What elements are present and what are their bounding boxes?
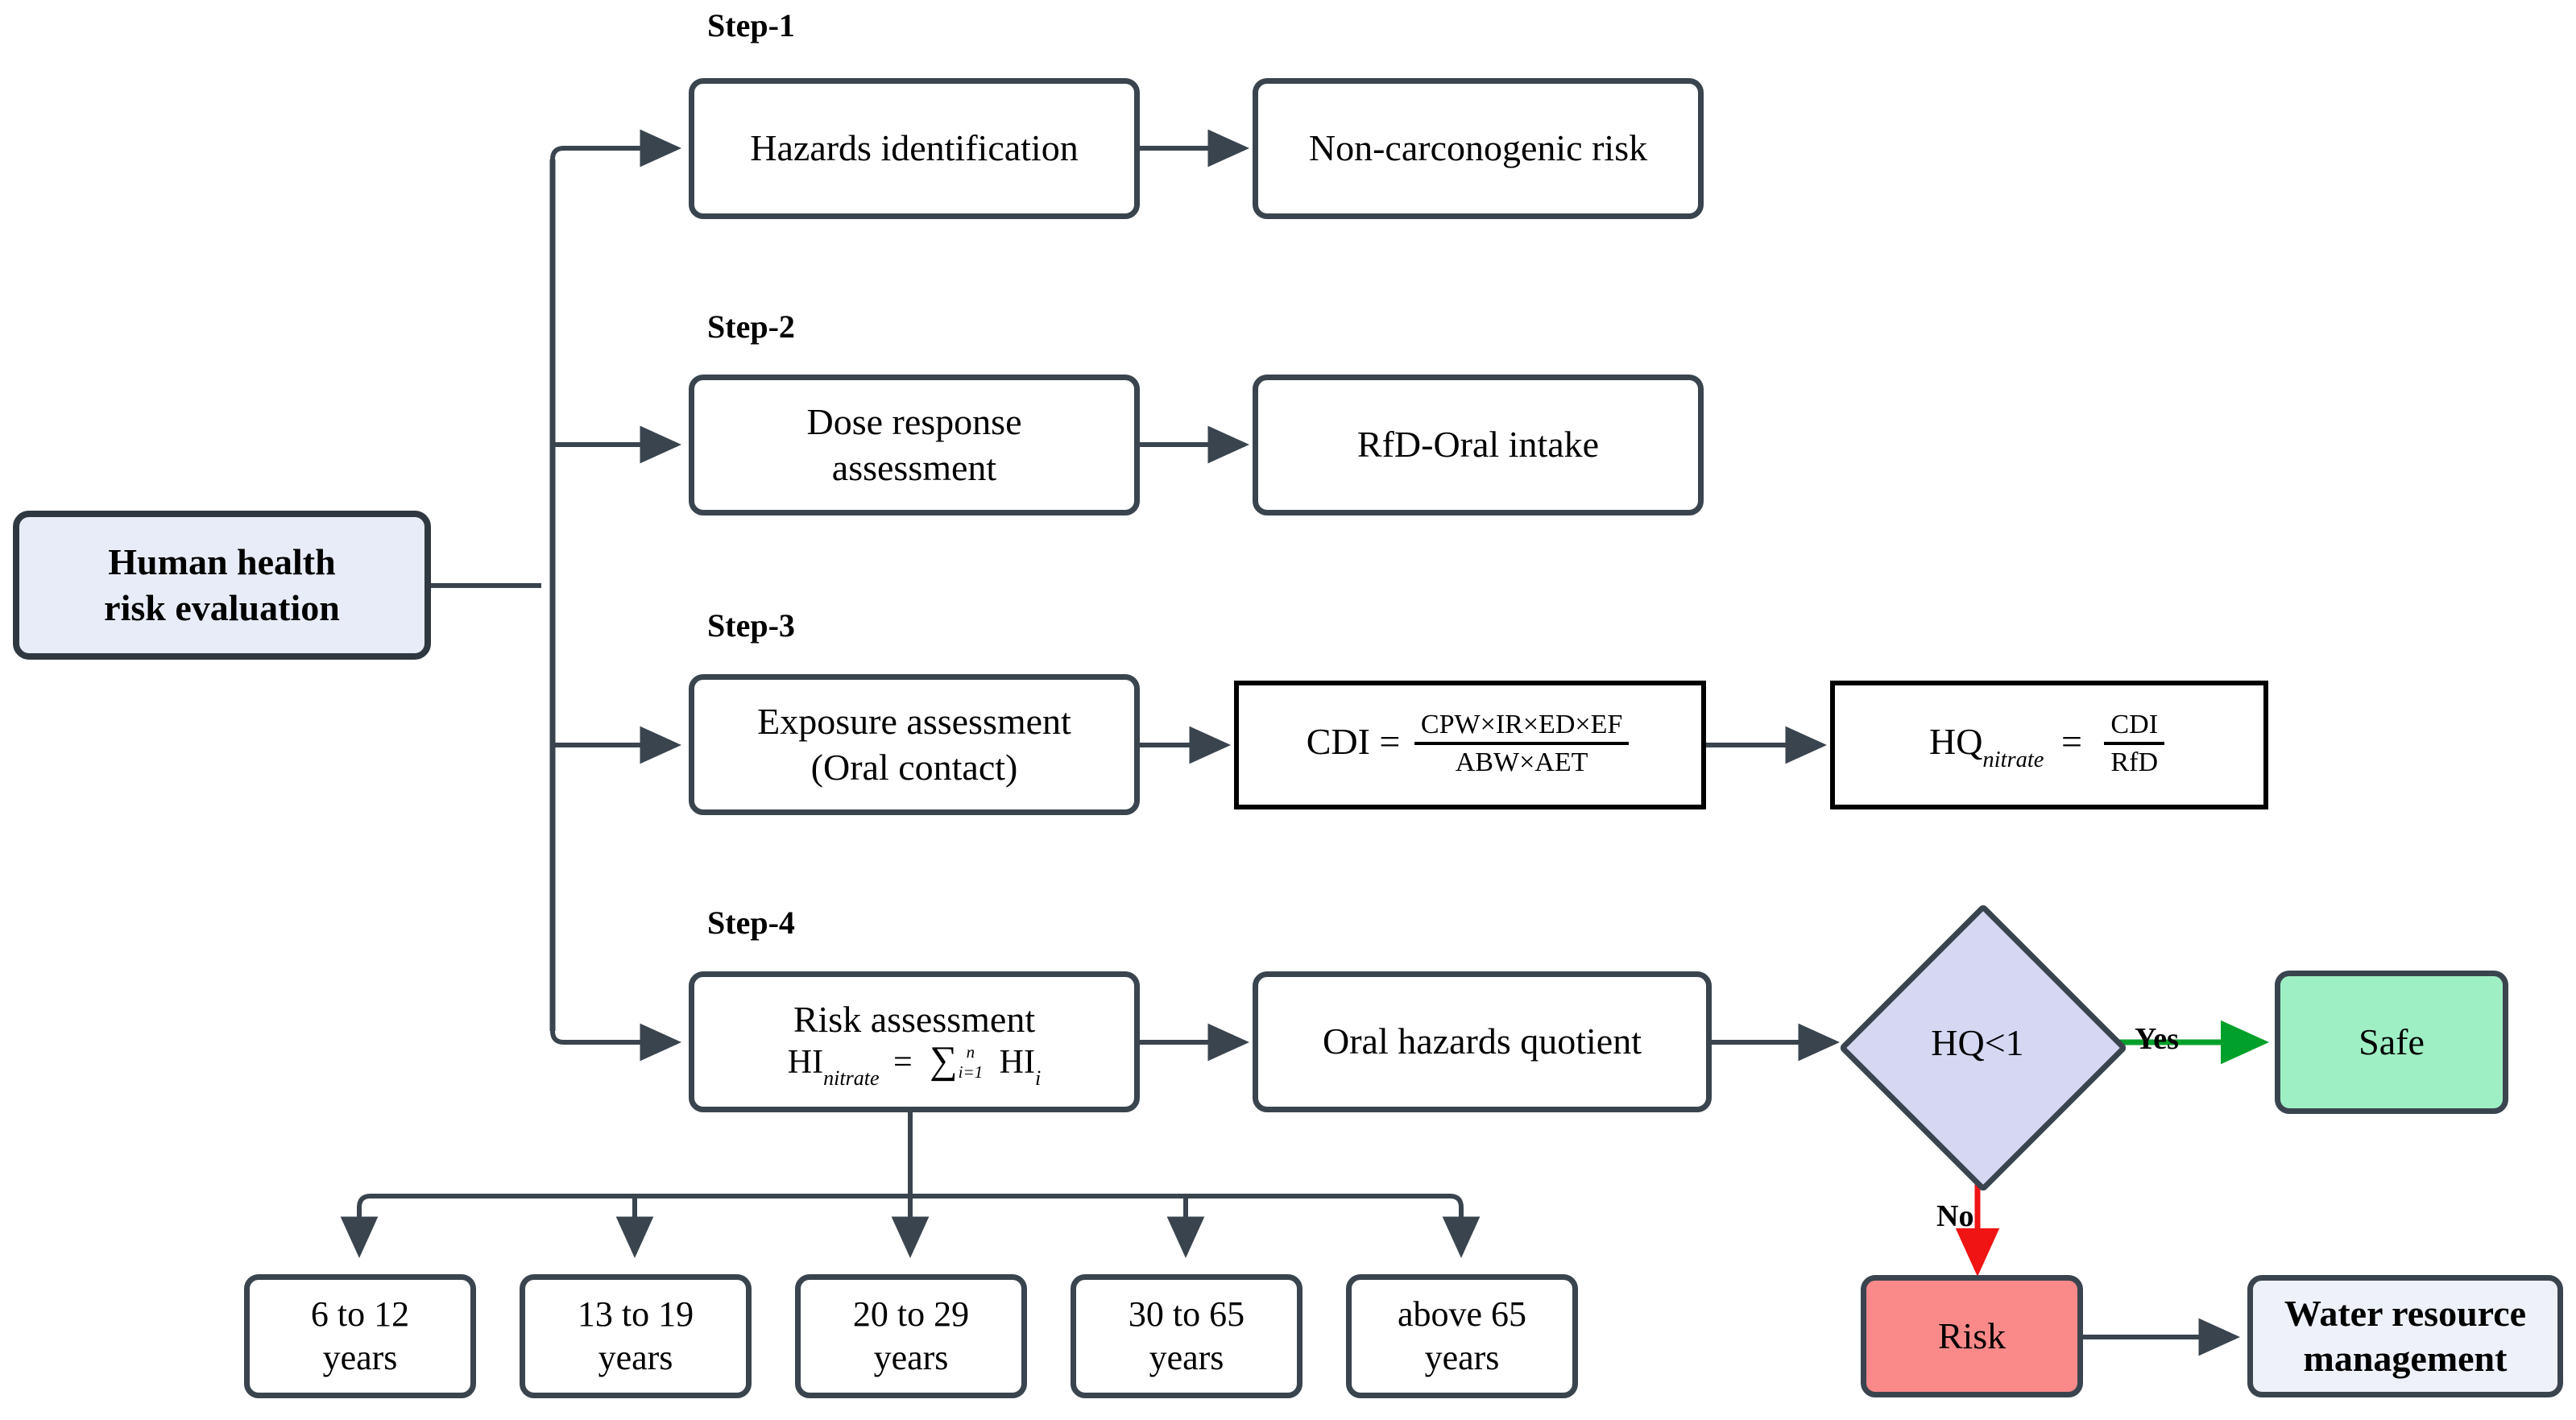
formula-cdi-denominator: ABW×AET	[1455, 747, 1588, 777]
step-label-4: Step-4	[707, 905, 795, 941]
node-risk-assessment-line1: Risk assessment	[793, 998, 1036, 1040]
node-root-line1: Human health	[108, 541, 336, 583]
sigma-icon: ∑	[930, 1038, 958, 1082]
decision-label: HQ<1	[1931, 1021, 2024, 1063]
formula-cdi-equals: =	[1379, 720, 1401, 762]
node-dose-response-line1: Dose response	[806, 401, 1022, 443]
node-age-group-4-text: above 65 years	[1398, 1293, 1526, 1379]
edge-label-no: No	[1936, 1199, 1974, 1233]
formula-hi-upper-limit: n	[966, 1041, 975, 1062]
node-dose-response-assessment-text: Dose response assessment	[807, 400, 1022, 490]
node-age-group-1-text: 13 to 19 years	[578, 1293, 694, 1379]
formula-hq-subscript: nitrate	[1982, 747, 2044, 773]
node-age-group-3[interactable]: 30 to 65 years	[1071, 1274, 1302, 1398]
node-age-group-3-text: 30 to 65 years	[1129, 1293, 1245, 1379]
node-non-carconogenic-risk[interactable]: Non-carconogenic risk	[1253, 78, 1704, 219]
formula-hq-nitrate: HQnitrate = CDI RfD	[1830, 681, 2268, 809]
node-root[interactable]: Human health risk evaluation	[13, 511, 431, 660]
node-age-group-2[interactable]: 20 to 29 years	[795, 1274, 1027, 1398]
node-safe[interactable]: Safe	[2275, 971, 2508, 1114]
node-age-group-0-line1: 6 to 12	[310, 1294, 410, 1335]
node-risk-assessment-text: Risk assessment HInitrate = ∑ n i=1 HIi	[787, 997, 1042, 1091]
node-age-group-4-line1: above 65	[1397, 1294, 1527, 1335]
node-age-group-4-line2: years	[1424, 1338, 1500, 1377]
formula-hi-limits: n i=1	[958, 1041, 984, 1082]
node-age-group-1-line1: 13 to 19	[577, 1294, 694, 1335]
node-water-resource-management[interactable]: Water resource management	[2247, 1275, 2563, 1397]
formula-cdi: CDI = CPW×IR×ED×EF ABW×AET	[1234, 681, 1706, 809]
step-label-1: Step-1	[707, 7, 795, 43]
formula-hi-equals: =	[893, 1043, 913, 1081]
node-rfd-oral-intake[interactable]: RfD-Oral intake	[1253, 375, 1704, 515]
node-age-group-2-line2: years	[873, 1338, 949, 1377]
node-root-text: Human health risk evaluation	[104, 540, 340, 630]
node-risk-label: Risk	[1937, 1314, 2007, 1356]
node-wrm-line1: Water resource	[2284, 1292, 2527, 1334]
formula-hq-equals: =	[2060, 720, 2082, 762]
node-age-group-1-line2: years	[598, 1338, 673, 1377]
decision-hq-less-than-one[interactable]: HQ<1	[1835, 900, 2128, 1193]
formula-hq-expression: HQnitrate = CDI RfD	[1928, 710, 2169, 780]
node-age-group-3-line2: years	[1149, 1338, 1224, 1377]
node-non-carconogenic-risk-label: Non-carconogenic risk	[1308, 127, 1648, 169]
node-water-resource-management-text: Water resource management	[2284, 1291, 2526, 1381]
formula-hq-fraction: CDI RfD	[2104, 710, 2165, 778]
formula-hq-numerator: CDI	[2104, 710, 2165, 745]
node-exposure-assessment-line1: Exposure assessment	[757, 701, 1071, 743]
formula-hi-lhs: HI	[787, 1043, 824, 1081]
formula-hi-term-subscript: i	[1034, 1066, 1042, 1091]
node-safe-label: Safe	[2359, 1020, 2425, 1062]
node-age-group-0[interactable]: 6 to 12 years	[244, 1274, 476, 1398]
formula-cdi-numerator: CPW×IR×ED×EF	[1414, 710, 1630, 745]
node-oral-hazards-quotient-label: Oral hazards quotient	[1323, 1020, 1642, 1062]
node-dose-response-line2: assessment	[831, 446, 997, 488]
formula-cdi-lhs: CDI	[1306, 720, 1370, 762]
node-exposure-assessment-text: Exposure assessment (Oral contact)	[757, 699, 1071, 789]
node-oral-hazards-quotient[interactable]: Oral hazards quotient	[1253, 971, 1712, 1112]
node-age-group-1[interactable]: 13 to 19 years	[520, 1274, 752, 1398]
step-label-3: Step-3	[707, 607, 795, 644]
node-risk[interactable]: Risk	[1861, 1275, 2083, 1397]
node-exposure-assessment-line2: (Oral contact)	[810, 746, 1018, 788]
formula-hi-subscript: nitrate	[823, 1066, 880, 1091]
formula-hq-denominator: RfD	[2110, 747, 2159, 777]
node-exposure-assessment[interactable]: Exposure assessment (Oral contact)	[689, 674, 1140, 815]
node-rfd-oral-intake-label: RfD-Oral intake	[1356, 424, 1600, 466]
node-age-group-4[interactable]: above 65 years	[1346, 1274, 1578, 1398]
node-wrm-line2: management	[2303, 1338, 2508, 1379]
step-label-2: Step-2	[707, 308, 795, 345]
formula-hi-term: HI	[999, 1043, 1035, 1081]
edge-label-yes: Yes	[2135, 1022, 2179, 1056]
node-root-line2: risk evaluation	[104, 586, 340, 628]
node-dose-response-assessment[interactable]: Dose response assessment	[689, 375, 1140, 515]
node-age-group-2-text: 20 to 29 years	[853, 1293, 969, 1379]
node-age-group-3-line1: 30 to 65	[1128, 1294, 1245, 1335]
node-age-group-0-line2: years	[322, 1338, 398, 1377]
formula-hi-summation: ∑ n i=1	[930, 1038, 984, 1082]
formula-hq-lhs: HQ	[1928, 720, 1983, 762]
node-hazards-identification-label: Hazards identification	[750, 127, 1079, 169]
node-hazards-identification[interactable]: Hazards identification	[689, 78, 1140, 219]
formula-hi-nitrate: HInitrate = ∑ n i=1 HIi	[787, 1038, 1042, 1091]
node-risk-assessment[interactable]: Risk assessment HInitrate = ∑ n i=1 HIi	[689, 971, 1140, 1112]
node-age-group-0-text: 6 to 12 years	[311, 1293, 409, 1379]
node-age-group-2-line1: 20 to 29	[852, 1294, 970, 1335]
formula-cdi-expression: CDI = CPW×IR×ED×EF ABW×AET	[1306, 710, 1634, 780]
formula-hi-lower-limit: i=1	[958, 1062, 984, 1082]
formula-cdi-fraction: CPW×IR×ED×EF ABW×AET	[1414, 710, 1630, 778]
